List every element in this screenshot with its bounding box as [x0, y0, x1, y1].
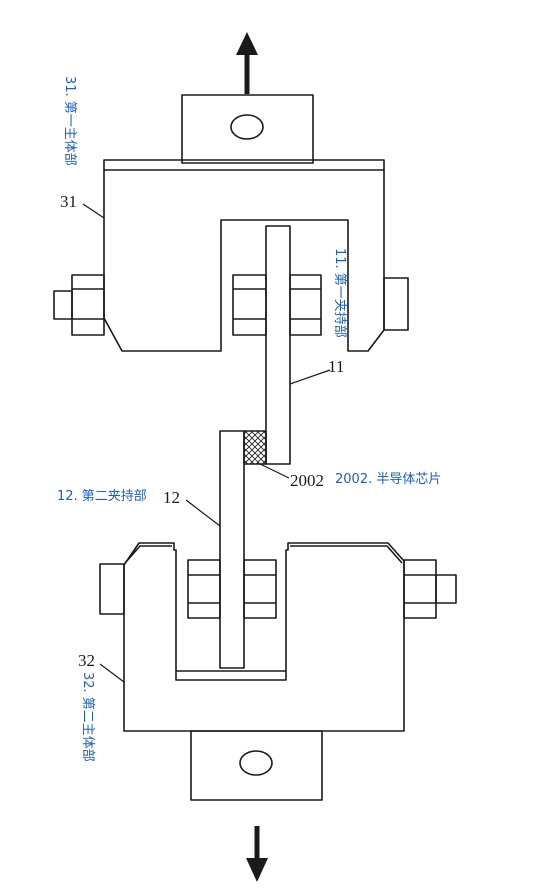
top-connector-tab: [181, 94, 314, 164]
leader-line-32: [99, 663, 125, 683]
second-body: [123, 542, 405, 732]
top-inner-bolts: [232, 274, 322, 336]
label-12: 12: [163, 488, 180, 507]
first-body: [103, 159, 385, 352]
leader-line-31: [82, 203, 105, 219]
label-2002: 2002: [290, 471, 324, 490]
leader-line-12: [185, 499, 221, 527]
leader-line-11: [289, 369, 331, 385]
bottom-inner-bolts: [187, 559, 277, 619]
first-clamp-strip: [265, 225, 291, 465]
annotation-first-clamp-text: 11. 第一夹持部: [332, 248, 347, 338]
label-31: 31: [60, 192, 77, 211]
annotation-second-body-text: 32. 第二主体部: [80, 672, 95, 762]
leader-line-2002: [257, 462, 290, 479]
label-11: 11: [328, 357, 344, 376]
bottom-right-bolt: [403, 559, 457, 619]
top-right-bolt-end: [383, 277, 409, 331]
second-clamp-strip: [219, 430, 245, 669]
annotation-first-body-text: 31. 第一主体部: [62, 76, 77, 166]
annotation-second-clamp: 12. 第二夹持部: [57, 489, 147, 504]
top-pull-arrow-icon: [236, 32, 258, 94]
label-32: 32: [78, 651, 95, 670]
bottom-left-bolt-end: [99, 563, 125, 615]
bottom-pull-arrow-icon: [246, 826, 268, 882]
top-left-bolt: [53, 274, 105, 336]
semiconductor-chip: [243, 430, 267, 465]
annotation-chip: 2002. 半导体芯片: [335, 472, 441, 487]
bottom-connector-tab: [190, 730, 323, 801]
